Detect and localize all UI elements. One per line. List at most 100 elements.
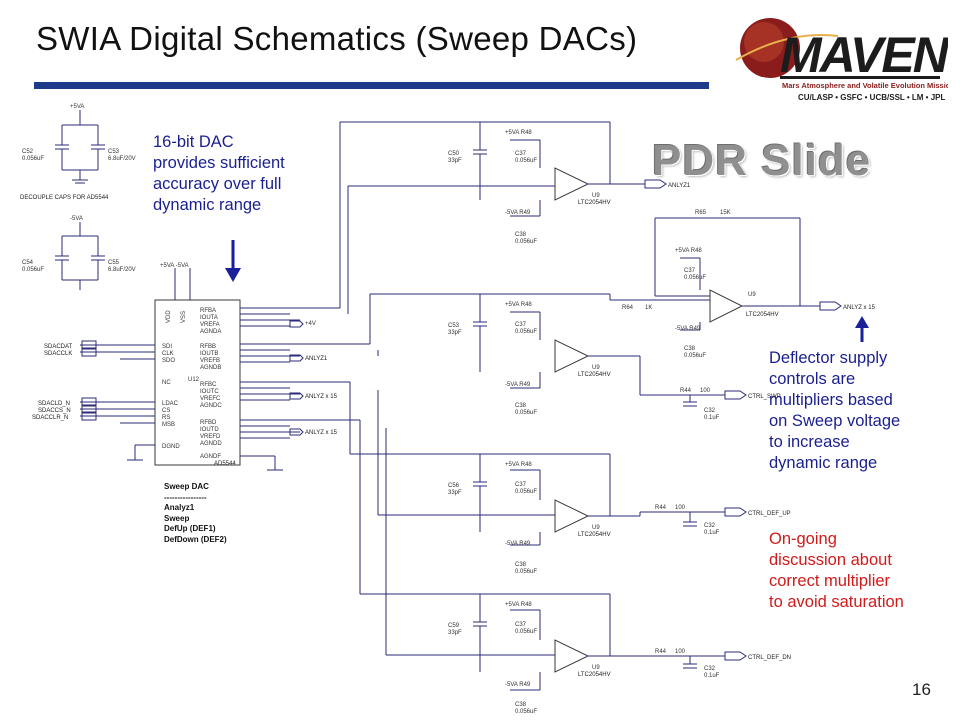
svg-text:-5VA R49: -5VA R49 — [505, 382, 531, 388]
svg-text:100: 100 — [700, 388, 711, 394]
svg-text:IOUTD: IOUTD — [200, 427, 219, 433]
svg-text:U9: U9 — [748, 292, 756, 298]
svg-text:IOUTB: IOUTB — [200, 351, 218, 357]
svg-text:VDD: VDD — [166, 310, 172, 323]
logo-subtitle: Mars Atmosphere and Volatile Evolution M… — [782, 81, 948, 90]
svg-text:SDI: SDI — [162, 344, 172, 350]
legend-line: Sweep DAC — [164, 482, 209, 491]
note-line: to increase — [769, 433, 850, 451]
svg-text:+5VA: +5VA — [70, 104, 84, 110]
svg-text:VREFC: VREFC — [200, 396, 221, 402]
svg-text:C56: C56 — [448, 483, 460, 489]
note-line: On-going — [769, 530, 837, 548]
svg-text:33pF: 33pF — [448, 630, 462, 636]
svg-text:33pF: 33pF — [448, 330, 462, 336]
note-line: 16-bit DAC — [153, 133, 234, 151]
svg-text:6.8uF/20V: 6.8uF/20V — [108, 156, 136, 162]
svg-text:DGND: DGND — [162, 444, 180, 450]
deflector-note: Deflector supply controls are multiplier… — [769, 348, 900, 474]
note-line: provides sufficient — [153, 154, 285, 172]
svg-text:U9: U9 — [592, 365, 600, 371]
svg-text:SDO: SDO — [162, 358, 175, 364]
net-ctrl-swp: CTRL_SWP — [748, 394, 781, 400]
svg-text:100: 100 — [675, 505, 686, 511]
note-line: on Sweep voltage — [769, 412, 901, 430]
svg-text:+4V: +4V — [305, 321, 316, 327]
legend-line: ---------------- — [164, 492, 207, 502]
svg-text:AGNDF: AGNDF — [200, 454, 221, 460]
svg-text:LDAC: LDAC — [162, 401, 179, 407]
note-line: to avoid saturation — [769, 593, 904, 611]
net-sdacdat: SDACDAT — [44, 344, 73, 350]
svg-text:C37: C37 — [684, 268, 696, 274]
opamp5-part: LTC2054HV — [746, 312, 779, 318]
svg-text:0.056uF: 0.056uF — [684, 353, 706, 359]
svg-text:C38: C38 — [515, 562, 527, 568]
page-number: 16 — [912, 680, 931, 699]
sweep-dac-legend: Sweep DAC ---------------- Analyz1 Sweep… — [164, 482, 227, 545]
svg-text:VREFA: VREFA — [200, 322, 220, 328]
svg-text:+5VA R48: +5VA R48 — [505, 602, 532, 608]
net-anlyz15-in2: ANLYZ x 15 — [305, 430, 338, 436]
svg-text:0.056uF: 0.056uF — [22, 156, 44, 162]
svg-text:-5VA: -5VA — [70, 216, 83, 222]
opamp4-part: LTC2054HV — [578, 672, 611, 678]
svg-text:C55: C55 — [108, 260, 120, 266]
net-anlyz15-out: ANLYZ x 15 — [843, 305, 876, 311]
svg-text:0.056uF: 0.056uF — [515, 239, 537, 245]
svg-text:R44: R44 — [655, 505, 667, 511]
svg-text:-5VA R49: -5VA R49 — [505, 682, 531, 688]
title-underline — [34, 82, 709, 89]
legend-line: Analyz1 — [164, 503, 195, 512]
svg-text:0.056uF: 0.056uF — [515, 569, 537, 575]
svg-text:C53: C53 — [448, 323, 460, 329]
svg-text:AGNDA: AGNDA — [200, 329, 221, 335]
note-line: correct multiplier — [769, 572, 891, 590]
svg-text:C38: C38 — [515, 232, 527, 238]
logo-wordmark: MAVEN — [780, 27, 948, 83]
legend-line: Sweep — [164, 513, 190, 523]
opamp3-part: LTC2054HV — [578, 532, 611, 538]
svg-text:RS: RS — [162, 415, 170, 421]
svg-text:33pF: 33pF — [448, 158, 462, 164]
svg-text:C32: C32 — [704, 408, 716, 414]
svg-text:33pF: 33pF — [448, 490, 462, 496]
svg-text:U9: U9 — [592, 193, 600, 199]
ongoing-discussion-note: On-going discussion about correct multip… — [769, 529, 904, 613]
svg-text:+5VA -5VA: +5VA -5VA — [160, 263, 189, 269]
dac-part-label: AD5544 — [214, 461, 236, 467]
svg-text:R44: R44 — [680, 388, 692, 394]
net-sdacclk: SDACCLK — [44, 351, 72, 357]
svg-text:CS: CS — [162, 408, 170, 414]
svg-text:C38: C38 — [515, 403, 527, 409]
svg-text:NC: NC — [162, 380, 171, 386]
svg-text:IOUTC: IOUTC — [200, 389, 219, 395]
dac-accuracy-note: 16-bit DAC provides sufficient accuracy … — [153, 132, 285, 216]
svg-text:MSB: MSB — [162, 422, 175, 428]
note-line: dynamic range — [769, 454, 878, 472]
svg-text:AGNDD: AGNDD — [200, 441, 222, 447]
svg-text:R65: R65 — [695, 210, 707, 216]
note-line: controls are — [769, 370, 856, 388]
svg-text:0.056uF: 0.056uF — [684, 275, 706, 281]
svg-text:0.056uF: 0.056uF — [515, 709, 537, 715]
svg-text:0.1uF: 0.1uF — [704, 673, 720, 679]
svg-text:0.1uF: 0.1uF — [704, 530, 720, 536]
svg-text:CLK: CLK — [162, 351, 174, 357]
note-line: multipliers based — [769, 391, 893, 409]
svg-text:C59: C59 — [448, 623, 460, 629]
slide-title: SWIA Digital Schematics (Sweep DACs) — [36, 20, 638, 57]
svg-text:C37: C37 — [515, 151, 527, 157]
svg-text:VREFD: VREFD — [200, 434, 221, 440]
pdr-stamp: PDR Slide — [652, 136, 872, 185]
svg-text:C37: C37 — [515, 622, 527, 628]
logo-partners: CU/LASP • GSFC • UCB/SSL • LM • JPL — [798, 93, 945, 102]
svg-text:RFBA: RFBA — [200, 308, 216, 314]
note-line: accuracy over full — [153, 175, 282, 193]
net-sdacld: SDACLD_N — [38, 401, 70, 407]
svg-text:C37: C37 — [515, 482, 527, 488]
net-sdacclr: SDACCLR_N — [32, 415, 68, 421]
decouple-label: DECOUPLE CAPS FOR AD5544 — [20, 195, 109, 201]
svg-text:-5VA R49: -5VA R49 — [505, 210, 531, 216]
net-ctrl-def-dn: CTRL_DEF_DN — [748, 655, 791, 661]
